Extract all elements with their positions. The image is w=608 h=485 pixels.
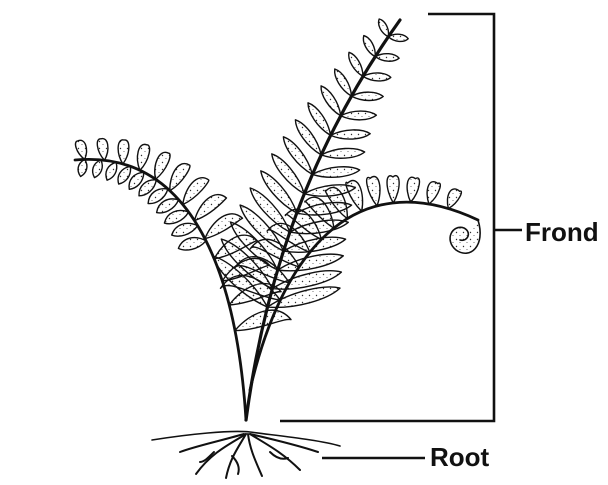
pinna-leaflet — [172, 223, 198, 236]
pinna-leaflet — [321, 86, 341, 116]
frond-bracket — [280, 14, 522, 421]
fiddlehead-curl — [450, 220, 480, 253]
root-strand — [180, 434, 244, 452]
pinna-leaflet — [308, 103, 331, 136]
pinna-leaflet — [93, 160, 103, 178]
pinna-leaflet — [349, 52, 363, 76]
pinna-leaflet — [75, 140, 86, 159]
pinna-leaflet — [155, 152, 170, 179]
pinna-leaflet — [321, 148, 365, 158]
frond-label: Frond — [525, 219, 599, 245]
fern-fronds — [75, 19, 480, 331]
pinna-leaflet — [335, 69, 352, 96]
pinna-leaflet — [367, 177, 380, 206]
pinna-leaflet — [375, 54, 399, 62]
pinna-leaflet — [118, 140, 129, 164]
pinna-leaflet — [178, 238, 206, 250]
pinna-leaflet — [137, 144, 149, 170]
pinna-leaflet — [97, 139, 108, 161]
pinna-leaflet — [379, 19, 389, 37]
fern-roots — [152, 431, 340, 478]
pinna-leaflet — [341, 111, 377, 120]
pinna-leaflet — [363, 36, 375, 57]
pinna-leaflet — [352, 92, 384, 100]
pinna-leaflet — [427, 182, 440, 204]
pinna-leaflet — [407, 177, 419, 202]
pinna-leaflet — [118, 166, 131, 184]
pinna-leaflet — [363, 73, 391, 81]
pinna-leaflet — [78, 159, 87, 176]
pinna-leaflet — [106, 162, 117, 180]
pinna-leaflet — [387, 176, 399, 203]
root-label: Root — [430, 444, 489, 470]
pinna-leaflet — [312, 167, 359, 177]
pinna-leaflet — [170, 164, 190, 191]
pinna-leaflet — [388, 34, 408, 41]
pinna-leaflet — [447, 189, 461, 209]
pinna-leaflet — [164, 210, 188, 223]
pinna-leaflet — [331, 130, 371, 139]
